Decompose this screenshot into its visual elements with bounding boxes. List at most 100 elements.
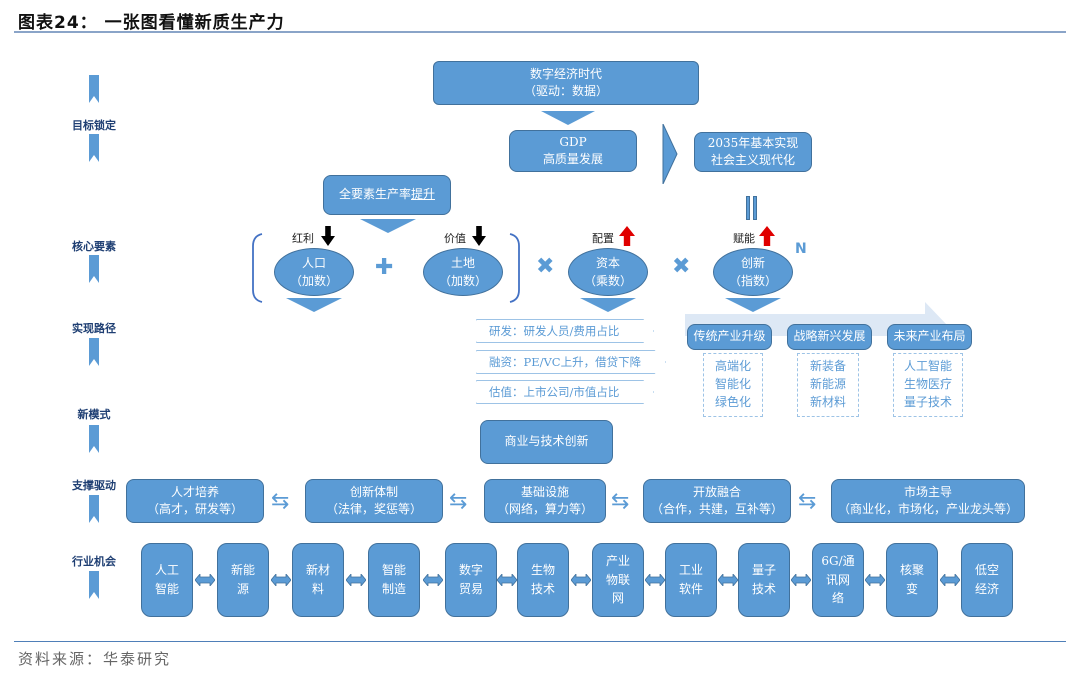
opportunity-label: 量子技术 [752, 561, 776, 598]
opportunity-line: 变 [905, 582, 918, 596]
opportunity-line: 智能 [154, 582, 179, 596]
opportunity-line: 低空 [974, 563, 999, 578]
opportunity-label: 工业软件 [679, 561, 703, 598]
opportunity-box: 产业物联网 [592, 543, 644, 617]
path-rd: 研发：研发人员/费用占比 [476, 319, 654, 343]
opportunity-line: 源 [236, 582, 249, 596]
multiply-icon: ✖ [672, 254, 691, 279]
opportunity-box: 智能制造 [368, 543, 420, 617]
era-line2: （驱动：数据） [523, 84, 608, 98]
population-name: 人口 [301, 256, 326, 270]
double-arrow-icon [644, 574, 665, 586]
goal-2035-box: 2035年基本实现 社会主义现代化 [694, 132, 812, 172]
right-chevron-icon [662, 124, 678, 184]
footer-divider [14, 641, 1066, 642]
title-divider [14, 31, 1066, 33]
opportunity-line: 网 [611, 591, 624, 606]
up-trend-arrow-icon [619, 226, 635, 246]
innovation-role: （指数） [728, 274, 777, 288]
tfp-text: 全要素生产率 [338, 187, 411, 202]
capital-name: 资本 [595, 256, 620, 270]
opportunity-box: 新能源 [217, 543, 269, 617]
down-arrow-icon [725, 298, 781, 312]
opportunity-line: 新材 [305, 563, 330, 578]
support-openness: 开放融合 （合作，共建，互补等） [643, 479, 791, 523]
land-oval: 土地 （加数） [423, 248, 503, 296]
opportunity-label: 低空经济 [975, 561, 999, 598]
support-infrastructure: 基础设施 （网络，算力等） [484, 479, 606, 523]
population-tag: 红利 [292, 232, 314, 245]
opportunity-box: 核聚变 [886, 543, 938, 617]
bookmark-icon [89, 338, 99, 366]
up-trend-arrow-icon [759, 226, 775, 246]
exponent-label: N [795, 241, 807, 257]
double-arrow-icon [346, 574, 366, 586]
goal-line1: 2035年基本实现 [707, 135, 799, 150]
stage-label-opportunity: 行业机会 [72, 555, 116, 568]
bidirectional-arrow-icon: ⇆ [798, 489, 817, 514]
double-arrow-icon [195, 574, 215, 586]
gdp-box: GDP 高质量发展 [509, 130, 637, 172]
double-arrow-icon [570, 574, 591, 586]
industry-future-title: 未来产业布局 [887, 324, 972, 350]
opportunity-box: 数字贸易 [445, 543, 497, 617]
double-arrow-icon [939, 574, 960, 586]
industry-traditional-list: 高端化 智能化 绿色化 [703, 353, 763, 417]
path-valuation: 估值：上市公司/市值占比 [476, 380, 654, 404]
tfp-emphasis: 提升 [411, 187, 436, 202]
innovation-name: 创新 [740, 256, 765, 270]
innovation-tag: 赋能 [733, 232, 755, 245]
opportunity-line: 讯网 [825, 572, 850, 587]
population-role: （加数） [289, 274, 338, 288]
down-trend-arrow-icon [472, 226, 486, 246]
new-mode-box: 商业与技术创新 [480, 420, 613, 464]
gdp-line2: 高质量发展 [542, 152, 603, 166]
industry-emerging-list: 新装备 新能源 新材料 [797, 353, 859, 417]
opportunity-box: 6G/通讯网络 [812, 543, 864, 617]
opportunity-line: 数字 [458, 563, 483, 578]
opportunity-label: 数字贸易 [459, 561, 483, 598]
land-name: 土地 [450, 256, 475, 270]
double-arrow-icon [717, 574, 738, 586]
bidirectional-arrow-icon: ⇆ [271, 489, 290, 514]
innovation-oval: 创新 （指数） [713, 248, 793, 296]
industry-emerging-title: 战略新兴发展 [787, 324, 872, 350]
goal-line2: 社会主义现代化 [710, 153, 795, 167]
opportunity-box: 量子技术 [738, 543, 790, 617]
figure-title: 图表24： 一张图看懂新质生产力 [18, 13, 285, 33]
opportunity-line: 核聚 [899, 563, 924, 578]
opportunity-line: 软件 [678, 582, 703, 596]
multiply-icon: ✖ [536, 254, 555, 279]
opportunity-label: 新材料 [306, 561, 330, 598]
era-line1: 数字经济时代 [529, 66, 602, 81]
opportunity-line: 料 [311, 582, 324, 596]
opportunity-box: 人工智能 [141, 543, 193, 617]
opportunity-line: 智能 [381, 563, 406, 578]
left-bracket [252, 233, 263, 303]
bidirectional-arrow-icon: ⇆ [449, 489, 468, 514]
down-arrow-icon [286, 298, 342, 312]
digital-economy-box: 数字经济时代 （驱动：数据） [433, 61, 699, 105]
opportunity-line: 工业 [678, 563, 703, 578]
equals-icon [746, 196, 758, 220]
bookmark-icon [89, 571, 99, 599]
support-talent: 人才培养 （高才，研发等） [126, 479, 264, 523]
opportunity-box: 低空经济 [961, 543, 1013, 617]
path-financing: 融资：PE/VC上升，借贷下降 [476, 350, 666, 374]
industry-future-list: 人工智能 生物医疗 量子技术 [893, 353, 963, 417]
opportunity-line: 生物 [530, 563, 555, 578]
double-arrow-icon [422, 574, 443, 586]
opportunity-line: 络 [831, 591, 844, 606]
capital-oval: 资本 （乘数） [568, 248, 648, 296]
land-tag: 价值 [444, 232, 466, 245]
opportunity-label: 新能源 [231, 561, 255, 598]
bidirectional-arrow-icon: ⇆ [611, 489, 630, 514]
bookmark-icon [89, 255, 99, 283]
opportunity-box: 新材料 [292, 543, 344, 617]
opportunity-label: 人工智能 [155, 561, 179, 598]
down-trend-arrow-icon [321, 226, 335, 246]
opportunity-label: 产业物联网 [606, 552, 630, 608]
gdp-line1: GDP [559, 134, 587, 149]
opportunity-label: 生物技术 [531, 561, 555, 598]
source-note: 资料来源：华泰研究 [18, 650, 172, 668]
